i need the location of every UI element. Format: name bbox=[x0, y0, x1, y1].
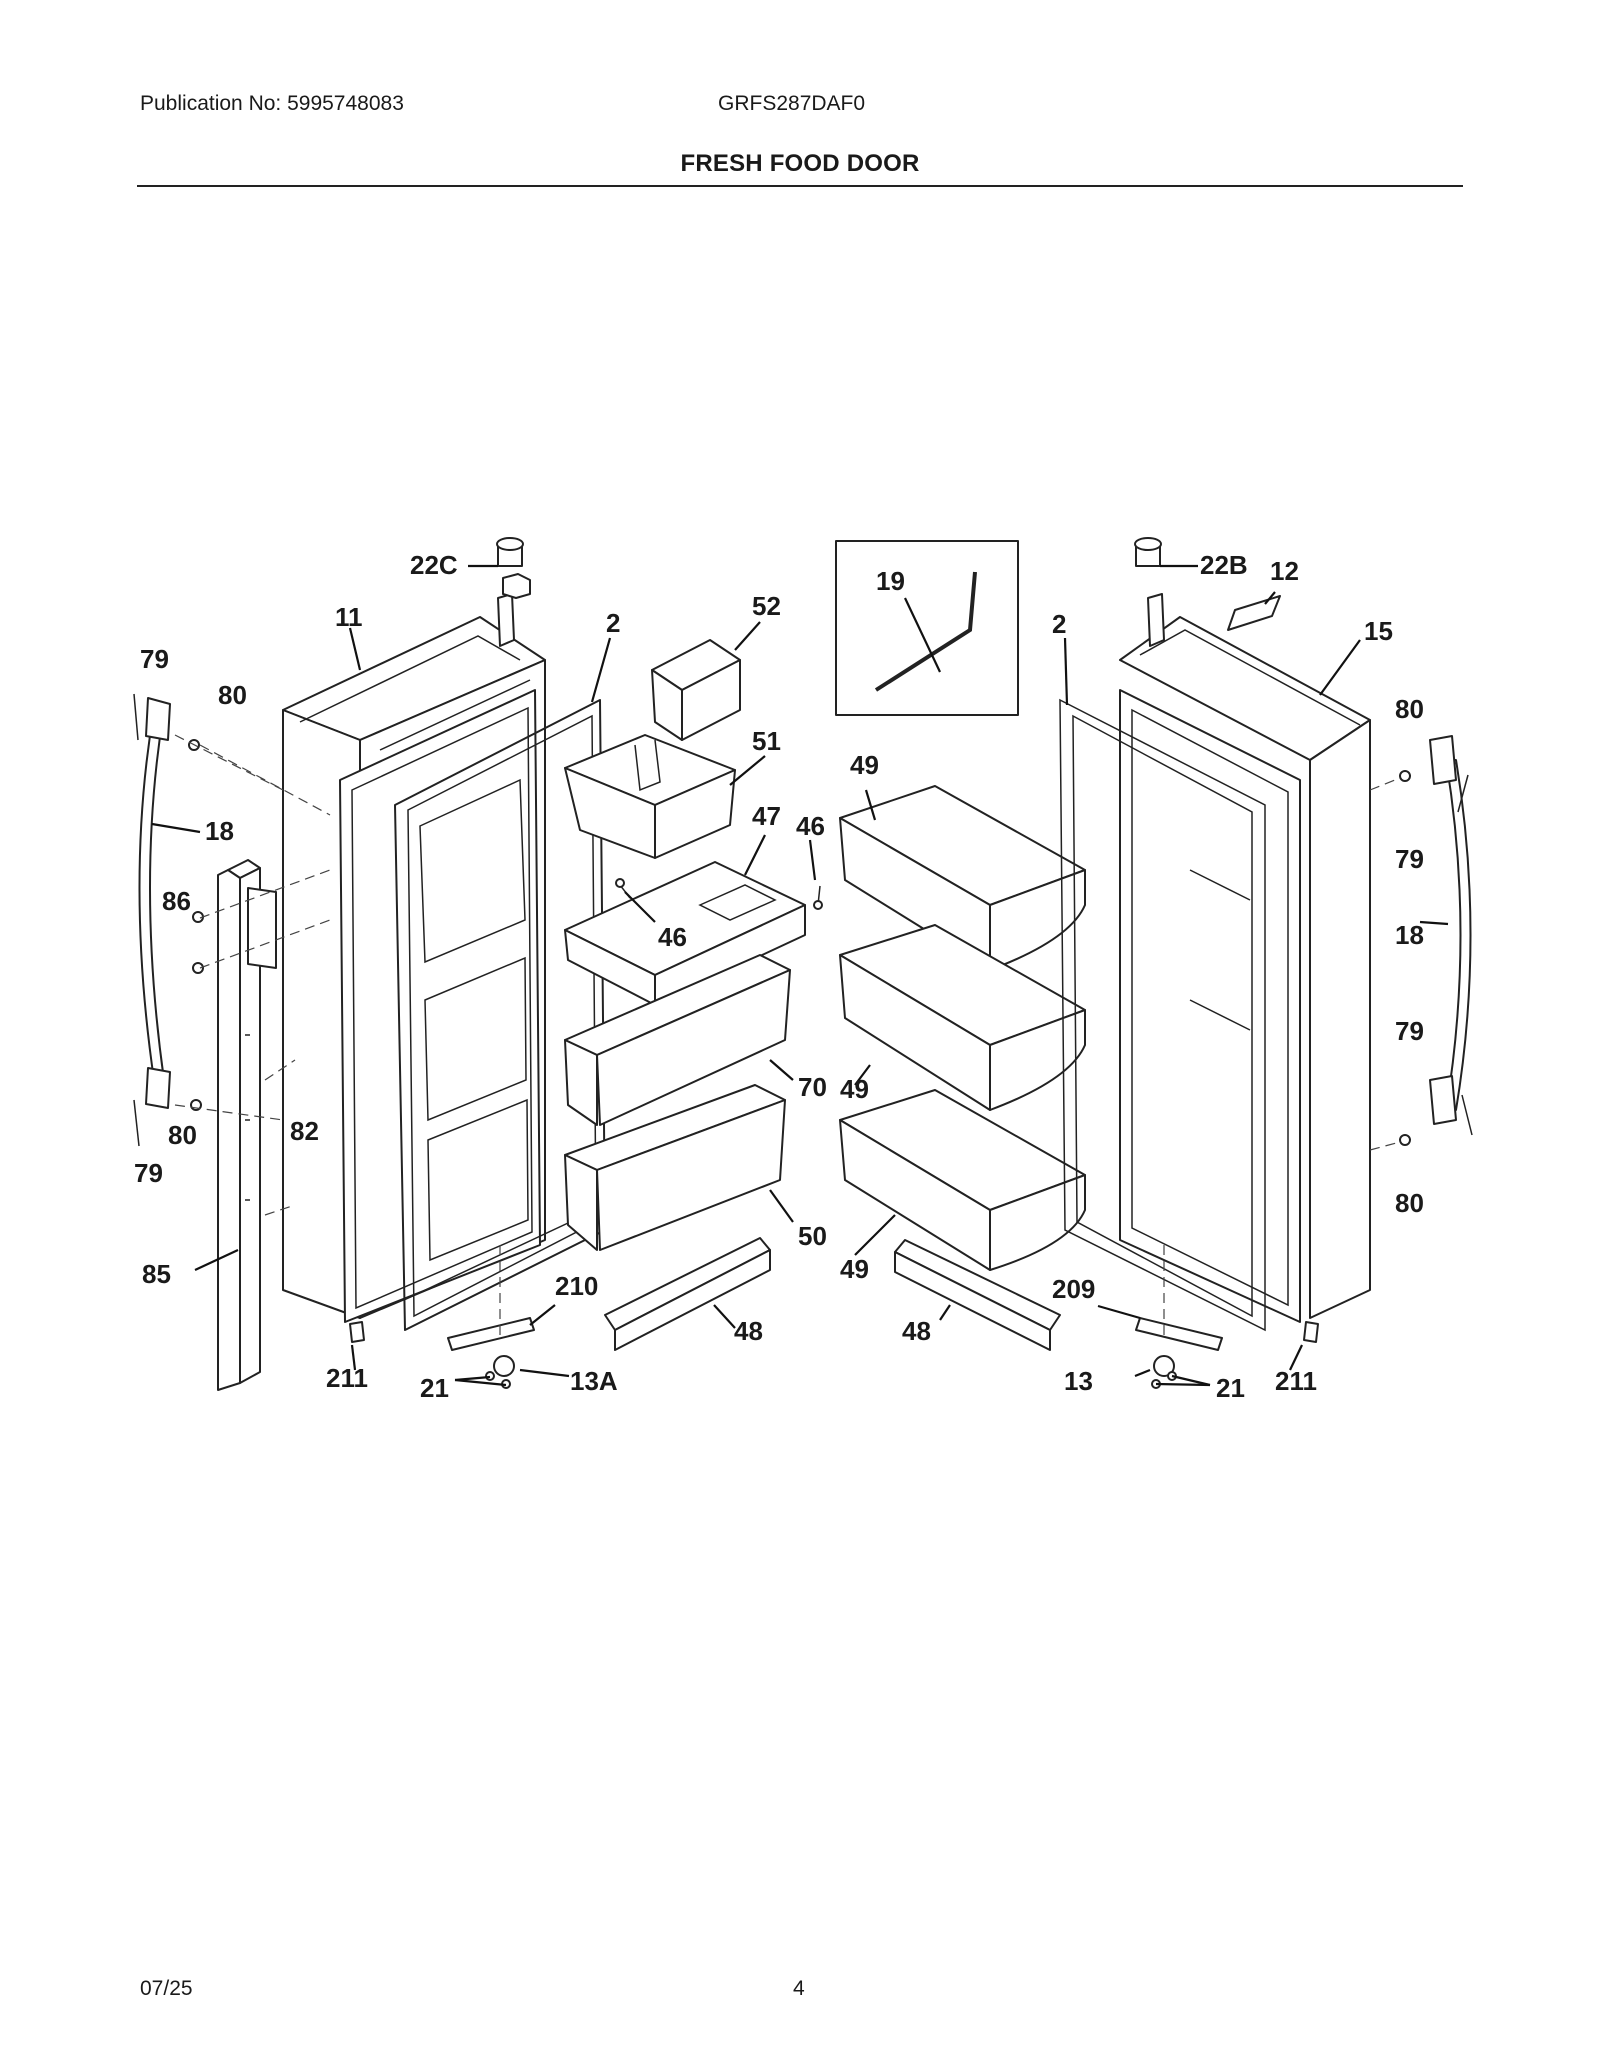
callout-79-right-lower: 79 bbox=[1395, 1016, 1424, 1046]
callout-79-bottom-left: 79 bbox=[134, 1158, 163, 1188]
model-number: GRFS287DAF0 bbox=[718, 92, 866, 115]
trim-48-pieces bbox=[604, 1237, 1061, 1351]
right-label-12 bbox=[1227, 595, 1281, 631]
left-door-liner bbox=[339, 689, 541, 1323]
callout-51: 51 bbox=[752, 726, 781, 756]
callout-18-left: 18 bbox=[205, 816, 234, 846]
callout-48-right: 48 bbox=[902, 1316, 931, 1346]
publication-number: Publication No: 5995748083 bbox=[140, 92, 404, 115]
callout-211-right: 211 bbox=[1275, 1366, 1317, 1396]
left-screws bbox=[133, 693, 204, 1147]
callout-15: 15 bbox=[1364, 616, 1393, 646]
callout-12: 12 bbox=[1270, 556, 1299, 586]
right-assembly-lines bbox=[1163, 777, 1401, 1340]
callout-22C: 22C bbox=[410, 550, 458, 580]
right-door-gasket bbox=[1059, 698, 1266, 1332]
bin-49-shelves bbox=[839, 785, 1086, 1271]
callout-46-center: 46 bbox=[658, 922, 687, 952]
callout-22B: 22B bbox=[1200, 550, 1248, 580]
callout-211-left: 211 bbox=[326, 1363, 368, 1393]
callout-82: 82 bbox=[290, 1116, 319, 1146]
callout-86: 86 bbox=[162, 886, 191, 916]
right-hinge-cap bbox=[1134, 537, 1162, 567]
left-assembly-lines bbox=[174, 734, 501, 1340]
callout-21-left: 21 bbox=[420, 1373, 449, 1403]
right-handle bbox=[1429, 735, 1472, 1125]
callout-49-middle: 49 bbox=[840, 1074, 869, 1104]
left-trim-strip bbox=[217, 859, 277, 1391]
bin-52 bbox=[651, 639, 741, 741]
callout-50: 50 bbox=[798, 1221, 827, 1251]
right-door-liner bbox=[1119, 689, 1301, 1323]
leader-lines bbox=[151, 564, 1449, 1387]
hex-key-inset bbox=[835, 540, 1019, 716]
callout-13A: 13A bbox=[570, 1366, 618, 1396]
callout-48-left: 48 bbox=[734, 1316, 763, 1346]
callout-80-top-right: 80 bbox=[1395, 694, 1424, 724]
callout-70: 70 bbox=[798, 1072, 827, 1102]
callout-2-right: 2 bbox=[1052, 609, 1066, 639]
bin-50 bbox=[564, 1084, 786, 1251]
callout-79-top-left: 79 bbox=[140, 644, 169, 674]
callout-210: 210 bbox=[555, 1271, 598, 1301]
page-number: 4 bbox=[793, 1977, 805, 2000]
callout-52: 52 bbox=[752, 591, 781, 621]
right-door-outer bbox=[1119, 593, 1371, 1319]
callout-47: 47 bbox=[752, 801, 781, 831]
callout-79-right-upper: 79 bbox=[1395, 844, 1424, 874]
callout-21-right: 21 bbox=[1216, 1373, 1245, 1403]
left-hinge-cap bbox=[496, 537, 524, 567]
callout-18-right: 18 bbox=[1395, 920, 1424, 950]
screws-46 bbox=[615, 878, 823, 910]
footer-date: 07/25 bbox=[140, 1977, 193, 2000]
callout-209: 209 bbox=[1052, 1274, 1095, 1304]
bin-51 bbox=[564, 734, 736, 859]
cover-47 bbox=[564, 861, 806, 1006]
left-handle bbox=[138, 697, 171, 1109]
callout-80-bottom-left: 80 bbox=[168, 1120, 197, 1150]
callout-49-bottom: 49 bbox=[840, 1254, 869, 1284]
callout-85: 85 bbox=[142, 1259, 171, 1289]
bin-70 bbox=[564, 954, 791, 1126]
callout-2-left: 2 bbox=[606, 608, 620, 638]
right-screws bbox=[1399, 770, 1473, 1146]
callout-11: 11 bbox=[335, 602, 363, 632]
callout-46-right: 46 bbox=[796, 811, 825, 841]
header-rule bbox=[137, 185, 1463, 187]
callout-13: 13 bbox=[1064, 1366, 1093, 1396]
callout-80-top-left: 80 bbox=[218, 680, 247, 710]
left-bottom-hinge bbox=[349, 1317, 535, 1389]
page-title: FRESH FOOD DOOR bbox=[680, 150, 920, 177]
callout-80-bottom-right: 80 bbox=[1395, 1188, 1424, 1218]
callout-labels: 22C 22B 11 2 2 52 19 12 15 79 80 80 51 4… bbox=[134, 550, 1424, 1403]
callout-49-top: 49 bbox=[850, 750, 879, 780]
callout-19: 19 bbox=[876, 566, 905, 596]
